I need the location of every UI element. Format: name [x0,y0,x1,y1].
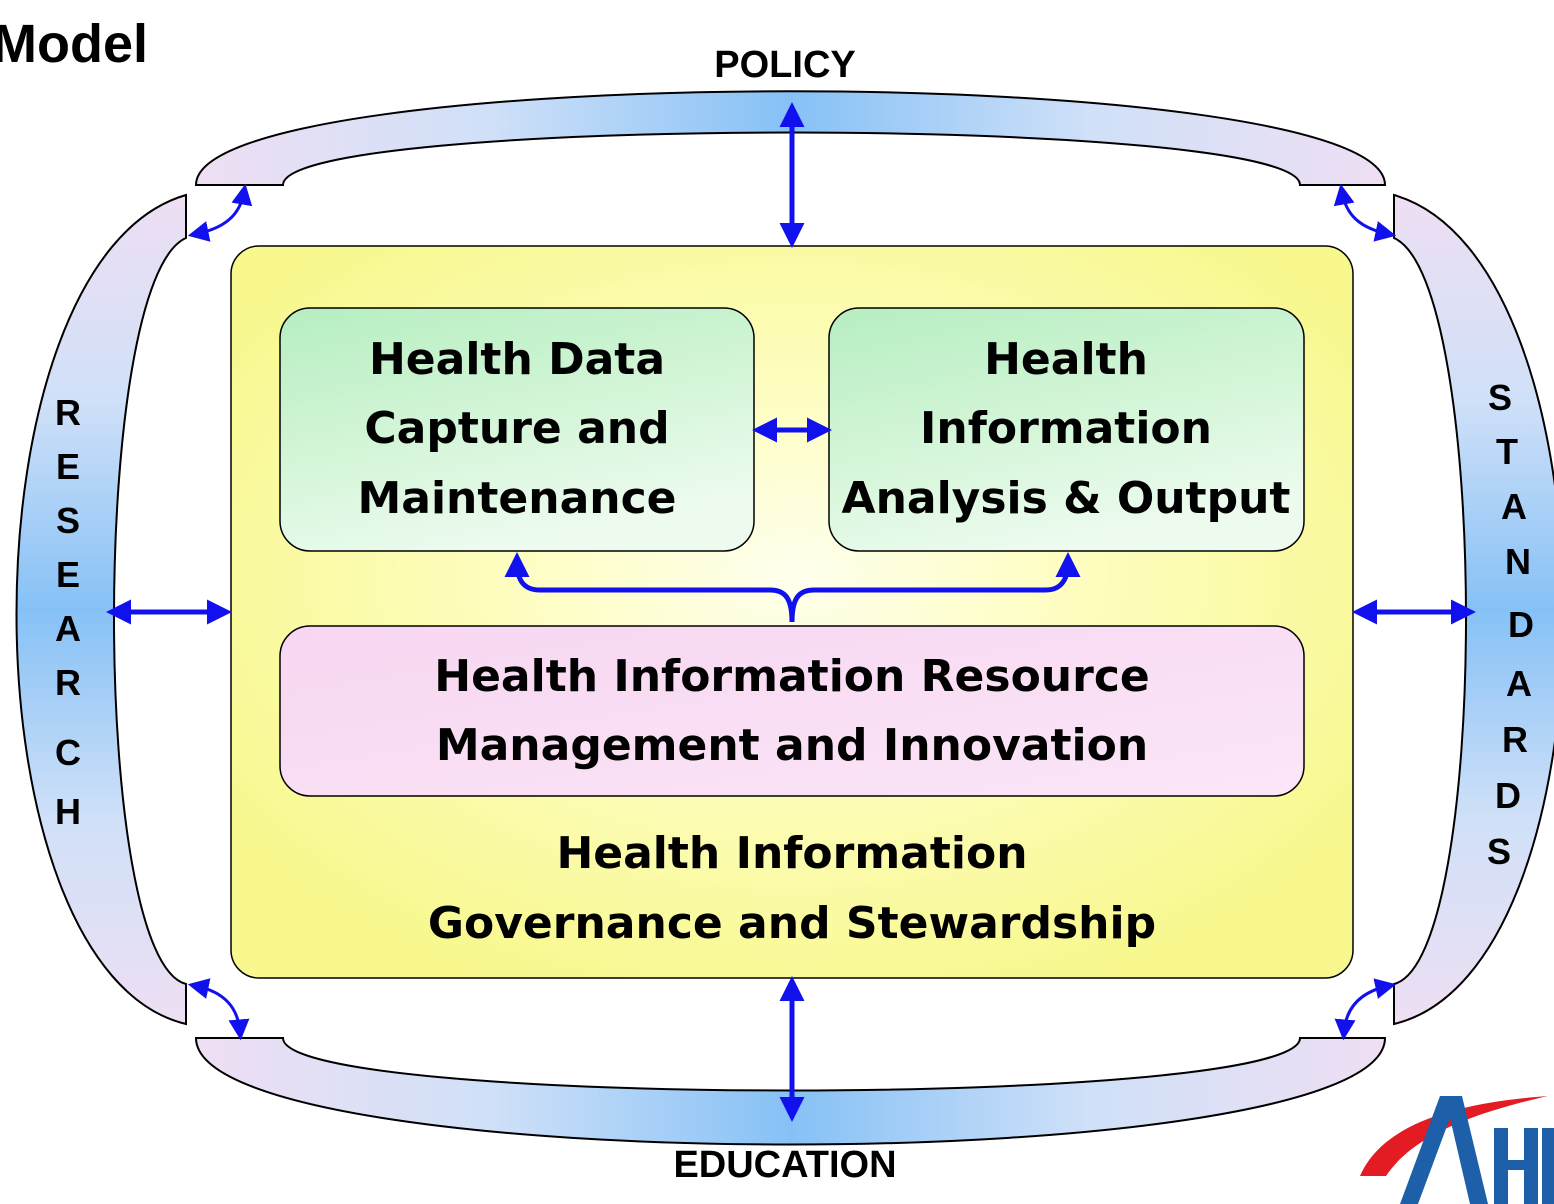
research-letter: E [56,554,80,595]
research-letter: C [55,732,81,773]
analysis-line: Health [984,334,1148,385]
resource-line: Management and Innovation [436,720,1148,771]
governance-line: Health Information [556,828,1027,879]
standards-letter: A [1506,663,1532,704]
research-letter: E [56,446,80,487]
governance-line: Governance and Stewardship [428,898,1156,949]
policy-label: POLICY [714,44,855,86]
analysis-line: Analysis & Output [842,473,1291,524]
ahi-logo [1360,1096,1554,1204]
research-label: R E S E A R C H [55,392,81,832]
research-letter: S [56,500,80,541]
standards-letter: S [1488,377,1512,418]
standards-letter: D [1508,604,1534,645]
standards-letter: T [1496,431,1518,472]
resource-line: Health Information Resource [434,651,1150,702]
standards-letter: N [1505,541,1531,582]
research-letter: R [55,662,81,703]
research-letter: H [55,791,81,832]
logo-letter-h-right [1524,1128,1538,1204]
analysis-line: Information [920,403,1212,454]
standards-label: S T A N D A R D S [1487,377,1534,872]
logo-letter-a [1400,1096,1488,1204]
research-letter: A [55,608,81,649]
standards-letter: S [1487,831,1511,872]
standards-letter: A [1501,486,1527,527]
education-label: EDUCATION [673,1144,896,1186]
corner-arrow-top-right [1333,183,1397,242]
standards-letter: D [1495,775,1521,816]
resource-bracket-connector [504,552,1081,623]
capture-line: Health Data [369,334,665,385]
diagram-title: Model [0,14,148,74]
logo-letter-i [1542,1128,1554,1204]
research-letter: R [55,392,81,433]
corner-arrow-bottom-left [187,978,250,1041]
capture-line: Capture and [364,403,669,454]
research-band [15,193,187,1026]
resource-innovation-box [279,625,1305,797]
logo-letter-h-bar [1494,1160,1538,1170]
corner-arrow-top-left [187,183,253,242]
corner-arrow-bottom-right [1334,978,1397,1041]
capture-line: Maintenance [357,473,676,524]
standards-letter: R [1502,719,1528,760]
